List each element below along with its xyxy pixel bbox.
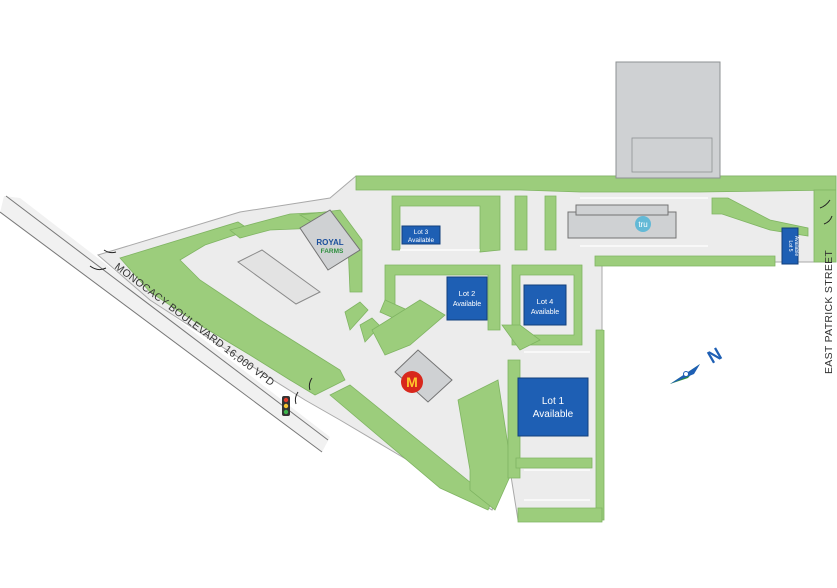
lot-4-name: Lot 4 (537, 297, 554, 306)
parking-stalls (400, 197, 708, 501)
east-patrick-street-label: EAST PATRICK STREET (823, 250, 835, 374)
lot-2-status: Available (453, 301, 481, 308)
lot-5-name: Lot 5 (787, 240, 793, 251)
royal-farms-building: ROYAL FARMS (299, 209, 361, 271)
tru-logo (635, 216, 651, 232)
lot-4-parcel[interactable]: Lot 4 Available (523, 284, 567, 326)
traffic-light-icon (282, 396, 290, 416)
tru-label: tru (638, 220, 647, 229)
adjacent-building (615, 61, 721, 179)
gas-canopy (237, 249, 321, 305)
lot-1-parcel[interactable]: Lot 1 Available (517, 377, 589, 437)
tru-hotel-building: tru (567, 204, 677, 239)
compass-north-icon: N (670, 344, 725, 384)
lot-3-parcel[interactable]: Lot 3 Available (401, 225, 441, 245)
mcdonalds-logo-icon (401, 371, 423, 393)
lot-1-name: Lot 1 (542, 396, 565, 407)
lot-5-parcel[interactable]: Lot 5 Available (781, 227, 799, 265)
access-arrows (89, 199, 833, 405)
lot-4-status: Available (531, 309, 559, 316)
lot-2-parcel[interactable]: Lot 2 Available (446, 276, 488, 321)
lot-2-name: Lot 2 (459, 289, 476, 298)
mcdonalds-m-glyph: M (406, 374, 418, 390)
royal-farms-label-line2: FARMS (321, 248, 344, 255)
monocacy-boulevard-road (0, 195, 330, 453)
mcdonalds-building: M (394, 349, 453, 403)
lot-1-status: Available (533, 409, 574, 420)
royal-farms-label-line1: ROYAL (316, 238, 343, 247)
landscaping (119, 175, 837, 523)
lot-5-status: Available (793, 236, 799, 256)
lot-3-name: Lot 3 (414, 229, 429, 236)
compass-label: N (704, 344, 725, 368)
lot-3-status: Available (408, 237, 435, 244)
